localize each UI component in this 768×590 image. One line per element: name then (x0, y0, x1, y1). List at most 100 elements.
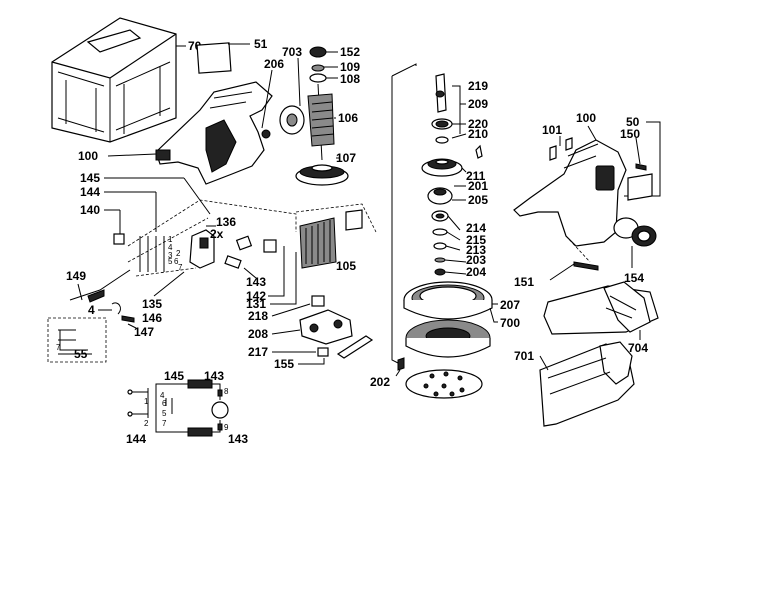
spindle-part (421, 73, 483, 276)
label-109: 109 (340, 60, 360, 74)
label-131: 131 (246, 297, 266, 311)
label-206: 206 (264, 57, 284, 71)
term-p7: 7 (56, 343, 61, 352)
label-144-schematic: 144 (126, 432, 146, 446)
label-701: 701 (514, 349, 534, 363)
label-143-mid: 143 (246, 275, 266, 289)
sanding-disc-part (405, 369, 483, 399)
backing-pad-part (405, 319, 491, 358)
label-147: 147 (134, 325, 154, 339)
label-152: 152 (340, 45, 360, 59)
housing-left-part (155, 81, 273, 185)
label-150: 150 (620, 127, 640, 141)
label-151: 151 (514, 275, 534, 289)
dust-bag-adapter-part (543, 281, 659, 335)
label-145-top: 145 (80, 171, 100, 185)
term-6: 6 (174, 257, 179, 266)
screw-150-part (635, 163, 647, 171)
label-50: 50 (626, 115, 640, 129)
stator-part (295, 203, 377, 269)
label-143-schematic-bottom: 143 (228, 432, 248, 446)
label-135: 135 (142, 297, 162, 311)
label-219: 219 (468, 79, 488, 93)
label-213: 213 (466, 243, 486, 257)
wire-7: 7 (162, 419, 167, 428)
label-220: 220 (468, 117, 488, 131)
label-211: 211 (466, 169, 486, 183)
label-145-schematic: 145 (164, 369, 184, 383)
label-700: 700 (500, 316, 520, 330)
label-703: 703 (282, 45, 302, 59)
label-146: 146 (142, 311, 162, 325)
label-205: 205 (468, 193, 488, 207)
label-108: 108 (340, 72, 360, 86)
wire-2: 2 (144, 419, 149, 428)
term-3: 3 (168, 251, 173, 260)
label-215: 215 (466, 233, 486, 247)
label-101: 101 (542, 123, 562, 137)
manual-part (196, 42, 232, 74)
bearing-152-part (309, 46, 327, 83)
sanding-pad-part (403, 281, 493, 320)
label-106: 106 (338, 111, 358, 125)
lead-box (47, 317, 107, 363)
cord-clamp-part (113, 233, 125, 245)
wire-5: 5 (162, 409, 167, 418)
label-143-schematic-top: 143 (204, 369, 224, 383)
term-5: 5 (168, 257, 173, 266)
label-2x: 2x (210, 227, 224, 241)
label-201: 201 (468, 179, 488, 193)
eccentric-part (299, 295, 374, 359)
term-2: 2 (176, 249, 181, 258)
label-704: 704 (628, 341, 648, 355)
label-203: 203 (466, 253, 486, 267)
housing-right-part (513, 139, 627, 247)
label-155: 155 (274, 357, 294, 371)
switch-wiring (127, 199, 297, 277)
label-214: 214 (466, 221, 486, 235)
label-149: 149 (66, 269, 86, 283)
cable-part (87, 289, 105, 303)
label-142: 142 (246, 289, 266, 303)
label-209: 209 (468, 97, 488, 111)
brush-holder-part (224, 235, 277, 269)
pin-101-part (549, 145, 557, 161)
label-140: 140 (80, 203, 100, 217)
label-208: 208 (248, 327, 268, 341)
label-144-top: 144 (80, 185, 100, 199)
label-204: 204 (466, 265, 486, 279)
label-55: 55 (74, 347, 88, 361)
label-218: 218 (248, 309, 268, 323)
screw-151-part (573, 261, 599, 271)
label-217: 217 (248, 345, 268, 359)
label-207: 207 (500, 298, 520, 312)
term-7: 7 (178, 263, 183, 272)
wire-4: 4 (160, 391, 165, 400)
label-51: 51 (254, 37, 268, 51)
label-154: 154 (624, 271, 644, 285)
wire-6: 6 (162, 399, 167, 408)
pin-101b-part (565, 137, 573, 151)
wiring-schematic (127, 379, 229, 437)
dust-bag-part (539, 341, 635, 427)
term-1: 1 (168, 235, 173, 244)
label-105: 105 (336, 259, 356, 273)
label-210: 210 (468, 127, 488, 141)
label-4: 4 (88, 303, 95, 317)
screw-146-part (121, 315, 135, 323)
fan-107-part (295, 164, 349, 186)
label-plate-50 (627, 173, 653, 201)
dust-port-part (613, 217, 657, 247)
label-100-left: 100 (78, 149, 98, 163)
armature-part (307, 83, 335, 161)
label-100-right: 100 (576, 111, 596, 125)
label-202: 202 (370, 375, 390, 389)
term-4: 4 (168, 243, 173, 252)
wire-1: 1 (144, 397, 149, 406)
fan-part (261, 105, 305, 139)
wire-8: 8 (224, 387, 229, 396)
wire-9: 9 (224, 423, 229, 432)
switch-part (189, 229, 215, 269)
label-107: 107 (336, 151, 356, 165)
